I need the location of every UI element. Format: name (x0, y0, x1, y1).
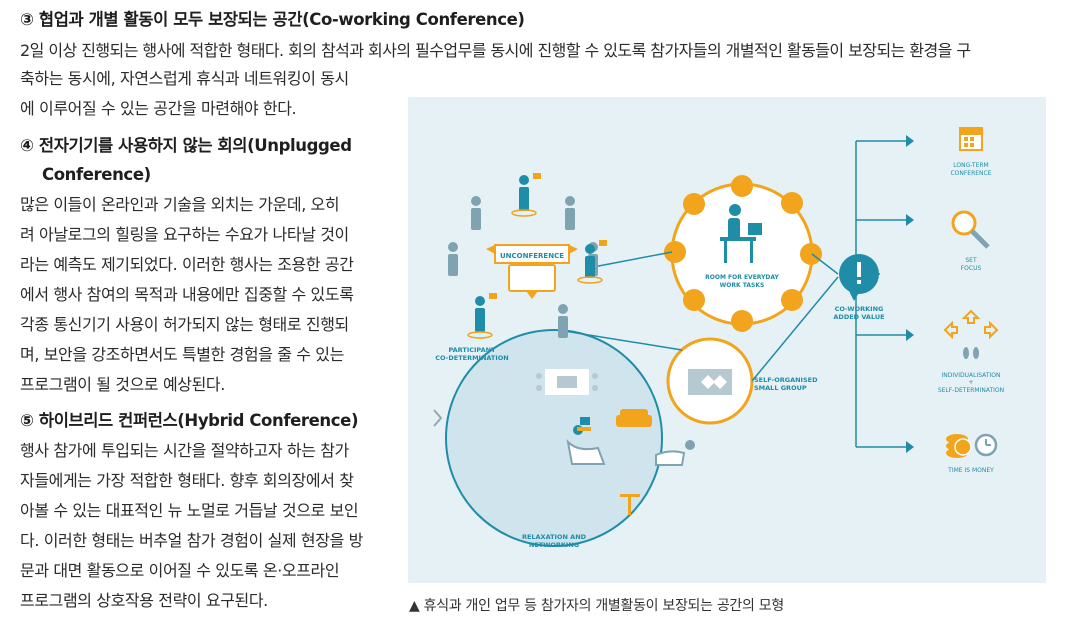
person-icon (577, 244, 603, 284)
arrow-right-icon (906, 329, 914, 341)
exclamation-icon (857, 262, 861, 277)
section-5-line: 아볼 수 있는 대표적인 뉴 노멀로 거듭날 것으로 보인 (20, 501, 359, 520)
longterm-label-2: CONFERENCE (950, 170, 991, 177)
person-icon (511, 175, 537, 217)
armchair-icon (616, 409, 652, 427)
unconference-label: UNCONFERENCE (500, 252, 564, 260)
self-org-label-2: SMALL GROUP (754, 384, 807, 392)
contact-book-icon (800, 243, 822, 265)
footprints-icon (963, 347, 979, 359)
section-5-line: 자들에게는 가장 적합한 형태다. 향후 회의장에서 찾 (20, 471, 354, 490)
desk-worker-icon (720, 204, 762, 263)
document-icon (731, 310, 753, 332)
phone-icon (683, 289, 705, 311)
section-3-line-3: 에 이루어질 수 있는 공간을 마련해야 한다. (20, 99, 297, 118)
participant-label-1: PARTICIPANT (448, 346, 496, 354)
section-5-line: 프로그램의 상호작용 전략이 요구된다. (20, 591, 268, 610)
time-label: TIME IS MONEY (947, 467, 994, 474)
coins-clock-icon (946, 433, 998, 458)
chat-bubble-icon (599, 240, 607, 246)
magnifier-icon (951, 210, 990, 249)
coworking-label-2: ADDED VALUE (833, 313, 884, 321)
indiv-label-2: + (968, 379, 973, 386)
coworking-badge (839, 254, 879, 301)
person-icon (565, 196, 575, 230)
side-table-icon (620, 494, 640, 515)
ruler-icon (664, 241, 686, 263)
unconference-banner: UNCONFERENCE (486, 244, 578, 299)
section-3-line-1: 2일 이상 진행되는 행사에 적합한 형태다. 회의 참석과 회사의 필수업무를… (20, 41, 971, 60)
room-label-1: ROOM FOR EVERYDAY (705, 274, 779, 281)
indiv-label-1: INDIVIDUALISATION (942, 372, 1001, 379)
calendar-icon (959, 127, 983, 151)
section-4-line: 많은 이들이 온라인과 기술을 외치는 가운데, 오히 (20, 195, 340, 214)
section-5-line: 다. 이러한 형태는 버추얼 참가 경험이 실제 현장을 방 (20, 531, 363, 550)
longterm-label-1: LONG-TERM (953, 162, 988, 169)
coworking-figure: UNCONFERENCE PARTICIPANT CO-DETERMINATIO… (408, 97, 1046, 583)
folder-icon (683, 193, 705, 215)
book-icon (731, 175, 753, 197)
calculator-icon (781, 289, 803, 311)
person-icon (471, 196, 481, 230)
reclining-person-icon (655, 440, 695, 466)
person-icon (448, 242, 458, 276)
self-org-label-1: SELF-ORGANISED (754, 376, 818, 384)
figure-caption: ▲ 휴식과 개인 업무 등 참가자의 개별활동이 보장되는 공간의 모형 (409, 598, 784, 614)
relaxation-circle (445, 329, 663, 547)
section-3-heading: ③ 협업과 개별 활동이 모두 보장되는 공간(Co-working Confe… (20, 10, 525, 29)
section-4-line: 라는 예측도 제기되었다. 이러한 행사는 조용한 공간 (20, 255, 354, 274)
section-4-heading-cont: Conference) (42, 165, 151, 184)
person-icon (467, 296, 493, 339)
coworking-diagram: UNCONFERENCE PARTICIPANT CO-DETERMINATIO… (433, 127, 1004, 549)
arrow-right-icon (906, 441, 914, 453)
chevron-right-icon (433, 409, 443, 427)
section-4-line: 각종 통신기기 사용이 허가되지 않는 형태로 진행되 (20, 315, 349, 334)
directions-icon (943, 309, 999, 340)
participant-label-2: CO-DETERMINATION (435, 354, 509, 362)
section-4-heading: ④ 전자기기를 사용하지 않는 회의(Unplugged (20, 136, 352, 155)
section-5-line: 문과 대면 활동으로 이어질 수 있도록 온·오프라인 (20, 561, 340, 580)
clock-icon (781, 192, 803, 214)
section-4-line: 려 아날로그의 힐링을 요구하는 수요가 나타날 것이 (20, 225, 349, 244)
person-icon (558, 304, 568, 338)
indiv-label-3: SELF-DETERMINATION (938, 387, 1004, 394)
section-4-line: 에서 행사 참여의 목적과 내용에만 집중할 수 있도록 (20, 285, 354, 304)
section-4-line: 며, 보안을 강조하면서도 특별한 경험을 줄 수 있는 (20, 345, 344, 364)
section-5-line: 행사 참가에 투입되는 시간을 절약하고자 하는 참가 (20, 441, 349, 460)
work-icons (664, 175, 822, 332)
chat-bubble-icon (489, 293, 497, 299)
section-3-line-2: 축하는 동시에, 자연스럽게 휴식과 네트워킹이 동시 (20, 69, 349, 88)
focus-label-2: FOCUS (961, 265, 982, 272)
arrow-right-icon (906, 135, 914, 147)
section-4-line: 프로그램이 될 것으로 예상된다. (20, 375, 225, 394)
section-5-heading: ⑤ 하이브리드 컨퍼런스(Hybrid Conference) (20, 411, 359, 430)
speaking-participants (467, 175, 603, 339)
meeting-table-icon (688, 369, 732, 395)
relax-label-1: RELAXATION AND (522, 533, 587, 541)
connector-lines (557, 251, 880, 382)
coworking-label-1: CO-WORKING (835, 305, 884, 313)
reclining-person-icon (566, 417, 606, 465)
meeting-table-icon (536, 369, 598, 395)
branch-lines (855, 140, 908, 448)
relax-label-2: NETWORKING (529, 541, 579, 549)
arrow-right-icon (906, 214, 914, 226)
focus-label-1: SET (965, 257, 977, 264)
chat-bubble-icon (533, 173, 541, 179)
room-label-2: WORK TASKS (720, 282, 765, 289)
arrow-heads (906, 135, 914, 453)
